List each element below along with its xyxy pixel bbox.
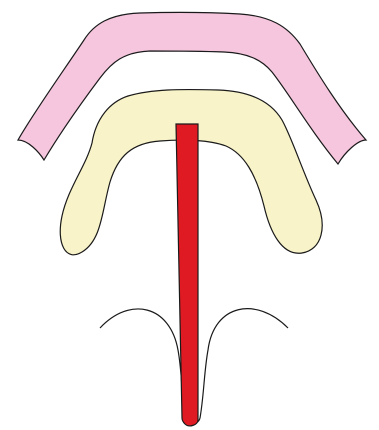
central-red-strip [176,124,198,426]
lower-right-curve [200,309,288,418]
lower-left-curve [100,309,184,418]
